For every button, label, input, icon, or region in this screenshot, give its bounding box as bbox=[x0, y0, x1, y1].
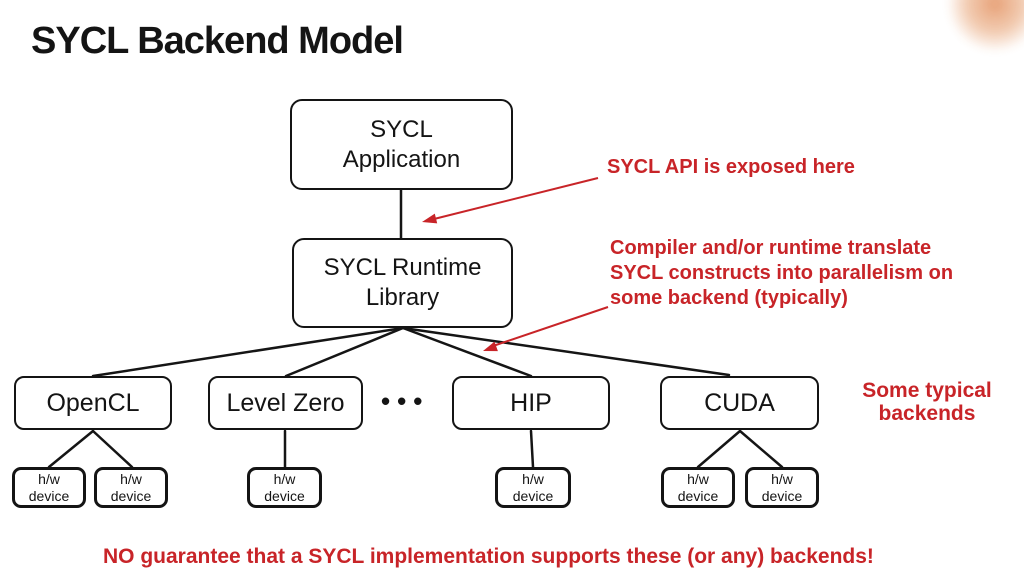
annotation-typical-backends: Some typical backends bbox=[862, 379, 992, 425]
backend-box-cuda: CUDA bbox=[660, 376, 819, 430]
annotation-no-guarantee: NO guarantee that a SYCL implementation … bbox=[103, 545, 874, 568]
hw-device-box-hip: h/w device bbox=[495, 467, 571, 508]
annotation-compiler-runtime: Compiler and/or runtime translate SYCL c… bbox=[610, 237, 954, 309]
sycl-runtime-library-box: SYCL Runtime Library bbox=[292, 238, 513, 328]
hw-device-box-level-zero: h/w device bbox=[247, 467, 322, 508]
more-backends-ellipsis: ••• bbox=[381, 386, 430, 416]
annotation-arrow-api bbox=[422, 177, 599, 224]
hw-device-box-cuda-2: h/w device bbox=[745, 467, 819, 508]
slide-title: SYCL Backend Model bbox=[31, 20, 404, 62]
hw-device-box-opencl-2: h/w device bbox=[94, 467, 168, 508]
hw-device-box-cuda-1: h/w device bbox=[661, 467, 735, 508]
sycl-application-box: SYCL Application bbox=[290, 99, 513, 190]
tree-connectors bbox=[47, 188, 784, 469]
backend-box-hip: HIP bbox=[452, 376, 610, 430]
hw-device-box-opencl-1: h/w device bbox=[12, 467, 86, 508]
annotation-api-exposed: SYCL API is exposed here bbox=[607, 156, 855, 178]
annotation-arrow-translate bbox=[483, 306, 609, 352]
backend-box-level-zero: Level Zero bbox=[208, 376, 363, 430]
backend-box-opencl: OpenCL bbox=[14, 376, 172, 430]
